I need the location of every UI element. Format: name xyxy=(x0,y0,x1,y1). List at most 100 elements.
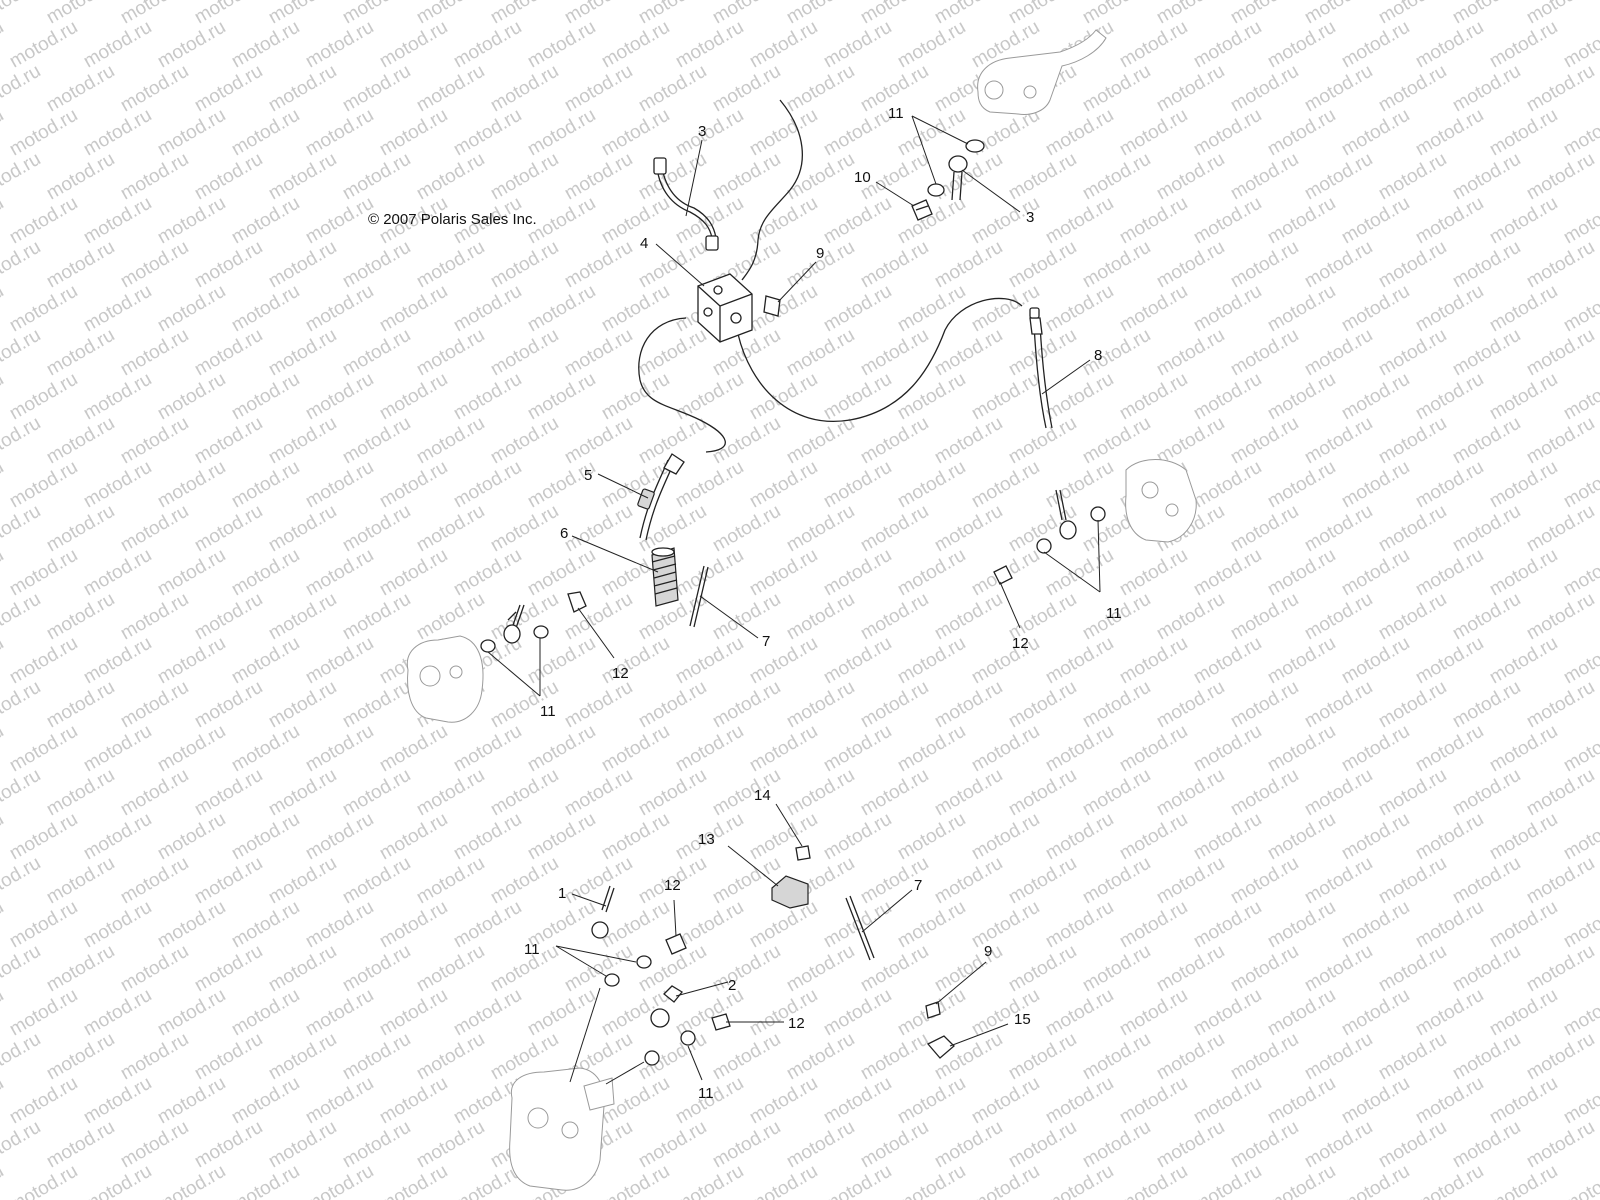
watermark-text: motod.ru xyxy=(1264,1161,1339,1200)
watermark-text: motod.ru xyxy=(43,413,118,469)
watermark-text: motod.ru xyxy=(43,325,118,381)
watermark-text: motod.ru xyxy=(1412,809,1487,865)
watermark-text: motod.ru xyxy=(487,501,562,557)
watermark-text: motod.ru xyxy=(1338,193,1413,249)
callout-3: 3 xyxy=(698,123,706,140)
watermark-text: motod.ru xyxy=(117,1117,192,1173)
watermark-text: motod.ru xyxy=(1301,413,1376,469)
watermark-text: motod.ru xyxy=(1079,149,1154,205)
watermark-text: motod.ru xyxy=(0,281,7,337)
watermark-text: motod.ru xyxy=(857,413,932,469)
watermark-text: motod.ru xyxy=(820,457,895,513)
watermark-text: motod.ru xyxy=(561,0,636,28)
watermark-text: motod.ru xyxy=(1079,853,1154,909)
watermark-text: motod.ru xyxy=(1190,897,1265,953)
watermark-text: motod.ru xyxy=(1079,677,1154,733)
watermark-text: motod.ru xyxy=(1042,193,1117,249)
watermark-text: motod.ru xyxy=(1486,809,1561,865)
watermark-text: motod.ru xyxy=(302,545,377,601)
watermark-text: motod.ru xyxy=(265,677,340,733)
watermark-text: motod.ru xyxy=(80,457,155,513)
watermark-text: motod.ru xyxy=(0,501,44,557)
watermark-text: motod.ru xyxy=(894,721,969,777)
watermark-text: motod.ru xyxy=(376,897,451,953)
watermark-text: motod.ru xyxy=(265,61,340,117)
watermark-text: motod.ru xyxy=(1412,633,1487,689)
watermark-text: motod.ru xyxy=(1264,985,1339,1041)
watermark-text: motod.ru xyxy=(1042,721,1117,777)
watermark-text: motod.ru xyxy=(1560,369,1600,425)
watermark-text: motod.ru xyxy=(0,0,44,28)
watermark-text: motod.ru xyxy=(1412,897,1487,953)
watermark-text: motod.ru xyxy=(6,281,81,337)
watermark-text: motod.ru xyxy=(1338,457,1413,513)
watermark-text: motod.ru xyxy=(117,853,192,909)
watermark-text: motod.ru xyxy=(265,325,340,381)
watermark-text: motod.ru xyxy=(746,457,821,513)
watermark-text: motod.ru xyxy=(783,677,858,733)
watermark-text: motod.ru xyxy=(80,369,155,425)
callout-9: 9 xyxy=(984,943,992,960)
watermark-text: motod.ru xyxy=(1301,1117,1376,1173)
watermark-text: motod.ru xyxy=(339,1029,414,1085)
watermark-text: motod.ru xyxy=(1264,105,1339,161)
callout-1: 1 xyxy=(558,885,566,902)
watermark-text: motod.ru xyxy=(894,281,969,337)
watermark-text: motod.ru xyxy=(1227,853,1302,909)
watermark-text: motod.ru xyxy=(635,149,710,205)
watermark-text: motod.ru xyxy=(1227,501,1302,557)
watermark-text: motod.ru xyxy=(1412,105,1487,161)
watermark-text: motod.ru xyxy=(598,457,673,513)
watermark-text: motod.ru xyxy=(487,149,562,205)
watermark-text: motod.ru xyxy=(6,17,81,73)
watermark-text: motod.ru xyxy=(413,413,488,469)
watermark-text: motod.ru xyxy=(1560,633,1600,689)
watermark-text: motod.ru xyxy=(0,941,44,997)
banjo-bolt xyxy=(711,1013,731,1031)
watermark-text: motod.ru xyxy=(6,897,81,953)
washer xyxy=(680,1030,696,1046)
watermark-text: motod.ru xyxy=(524,985,599,1041)
watermark-text: motod.ru xyxy=(1338,721,1413,777)
watermark-text: motod.ru xyxy=(709,0,784,28)
watermark-text: motod.ru xyxy=(191,325,266,381)
watermark-text: motod.ru xyxy=(1042,1161,1117,1200)
watermark-text: motod.ru xyxy=(228,897,303,953)
watermark-text: motod.ru xyxy=(228,193,303,249)
watermark-text: motod.ru xyxy=(783,325,858,381)
washer xyxy=(644,1050,660,1066)
watermark-text: motod.ru xyxy=(1153,853,1228,909)
watermark-text: motod.ru xyxy=(43,589,118,645)
watermark-text: motod.ru xyxy=(1449,765,1524,821)
watermark-text: motod.ru xyxy=(0,545,7,601)
watermark-text: motod.ru xyxy=(0,61,44,117)
watermark-text: motod.ru xyxy=(1560,1073,1600,1129)
rear-group xyxy=(509,845,955,1191)
washer xyxy=(533,625,549,639)
watermark-text: motod.ru xyxy=(302,897,377,953)
watermark-text: motod.ru xyxy=(80,809,155,865)
watermark-text: motod.ru xyxy=(635,765,710,821)
watermark-text: motod.ru xyxy=(783,501,858,557)
watermark-text: motod.ru xyxy=(1005,1029,1080,1085)
watermark-text: motod.ru xyxy=(1449,149,1524,205)
callout-2: 2 xyxy=(728,977,736,994)
watermark-text: motod.ru xyxy=(524,721,599,777)
watermark-text: motod.ru xyxy=(80,721,155,777)
watermark-text: motod.ru xyxy=(783,1117,858,1173)
watermark-text: motod.ru xyxy=(450,721,525,777)
watermark-text: motod.ru xyxy=(1375,0,1450,28)
watermark-text: motod.ru xyxy=(1005,325,1080,381)
watermark-text: motod.ru xyxy=(117,589,192,645)
watermark-text: motod.ru xyxy=(968,809,1043,865)
watermark-text: motod.ru xyxy=(524,457,599,513)
watermark-text: motod.ru xyxy=(1338,897,1413,953)
watermark-text: motod.ru xyxy=(931,325,1006,381)
watermark-text: motod.ru xyxy=(43,149,118,205)
watermark-text: motod.ru xyxy=(228,545,303,601)
watermark-text: motod.ru xyxy=(968,1073,1043,1129)
watermark-text: motod.ru xyxy=(746,1161,821,1200)
watermark-text: motod.ru xyxy=(1560,457,1600,513)
watermark-text: motod.ru xyxy=(413,765,488,821)
watermark-text: motod.ru xyxy=(1190,809,1265,865)
